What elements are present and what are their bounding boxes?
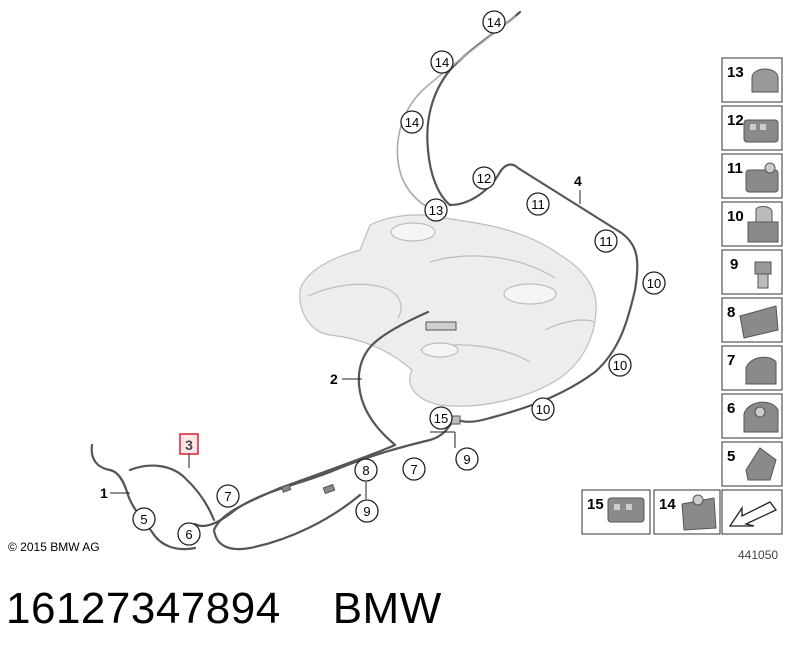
callout-10-c: 10 — [531, 397, 555, 421]
svg-text:9: 9 — [730, 256, 738, 273]
callout-11-a: 11 — [526, 192, 550, 216]
copyright-notice: © 2015 BMW AG — [8, 540, 100, 554]
legend-item-11: 11 — [721, 153, 783, 199]
svg-text:8: 8 — [727, 304, 735, 321]
callout-10-b: 10 — [608, 353, 632, 377]
svg-text:3: 3 — [185, 437, 193, 453]
svg-text:2: 2 — [330, 371, 338, 387]
leader-labels: 4 2 1 3 — [100, 173, 582, 501]
svg-text:12: 12 — [477, 171, 491, 186]
svg-text:8: 8 — [362, 463, 369, 478]
svg-text:14: 14 — [659, 496, 676, 513]
svg-text:11: 11 — [727, 160, 743, 177]
svg-text:13: 13 — [429, 203, 443, 218]
leader-3-highlighted: 3 — [179, 433, 199, 468]
svg-text:12: 12 — [727, 112, 744, 129]
callout-14-mid: 14 — [430, 50, 454, 74]
fuel-tank — [299, 214, 597, 407]
callouts: 14 14 14 13 12 11 11 10 10 10 15 9 8 9 7… — [132, 10, 666, 546]
callout-14-low: 14 — [400, 110, 424, 134]
callout-9-right: 9 — [455, 447, 479, 471]
svg-text:7: 7 — [224, 489, 231, 504]
legend-bottom-row: 15 14 — [581, 489, 721, 535]
svg-text:5: 5 — [727, 448, 735, 465]
legend-item-5: 5 — [721, 441, 783, 487]
svg-text:11: 11 — [599, 234, 613, 249]
svg-text:11: 11 — [531, 197, 545, 212]
callout-9-center: 9 — [355, 499, 379, 523]
svg-text:7: 7 — [410, 462, 417, 477]
svg-text:9: 9 — [363, 504, 370, 519]
svg-text:13: 13 — [727, 64, 744, 81]
legend-item-12: 12 — [721, 105, 783, 151]
callout-5: 5 — [132, 507, 156, 531]
svg-text:14: 14 — [487, 15, 501, 30]
legend-item-8: 8 — [721, 297, 783, 343]
svg-text:6: 6 — [185, 527, 192, 542]
part-line: 16127347894 BMW — [6, 584, 442, 634]
svg-text:9: 9 — [463, 452, 470, 467]
svg-text:14: 14 — [405, 115, 419, 130]
legend-arrow-panel — [721, 489, 783, 535]
svg-text:10: 10 — [647, 276, 661, 291]
legend-item-13: 13 — [721, 57, 783, 103]
svg-text:10: 10 — [613, 358, 627, 373]
legend-item-6: 6 — [721, 393, 783, 439]
drawing-number: 441050 — [738, 548, 779, 562]
leader-2: 2 — [330, 371, 362, 387]
svg-text:5: 5 — [140, 512, 147, 527]
callout-8: 8 — [354, 458, 378, 482]
svg-text:1: 1 — [100, 485, 108, 501]
callout-7-left: 7 — [216, 484, 240, 508]
legend-right-column: 13 12 11 10 9 8 — [721, 57, 783, 535]
svg-text:15: 15 — [587, 496, 604, 513]
legend-item-7: 7 — [721, 345, 783, 391]
legend-item-9: 9 — [721, 249, 783, 295]
part-number: 16127347894 — [6, 584, 281, 633]
callout-10-a: 10 — [642, 271, 666, 295]
legend-item-10: 10 — [721, 201, 783, 247]
callout-13: 13 — [424, 198, 448, 222]
svg-text:14: 14 — [435, 55, 449, 70]
svg-text:15: 15 — [434, 411, 448, 426]
callout-6: 6 — [177, 522, 201, 546]
callout-14-top: 14 — [482, 10, 506, 34]
svg-text:4: 4 — [574, 173, 582, 189]
brand-name: BMW — [332, 584, 442, 633]
callout-11-b: 11 — [594, 229, 618, 253]
fuel-lines — [90, 10, 639, 551]
legend-item-15: 15 — [581, 489, 651, 535]
svg-text:7: 7 — [727, 352, 735, 369]
svg-text:10: 10 — [536, 402, 550, 417]
svg-text:6: 6 — [727, 400, 735, 417]
svg-text:10: 10 — [727, 208, 744, 225]
callout-7-right: 7 — [402, 457, 426, 481]
legend-item-14: 14 — [653, 489, 721, 535]
callout-15: 15 — [429, 406, 453, 430]
callout-12: 12 — [472, 166, 496, 190]
leader-1: 1 — [100, 485, 130, 501]
leader-4: 4 — [574, 173, 582, 204]
